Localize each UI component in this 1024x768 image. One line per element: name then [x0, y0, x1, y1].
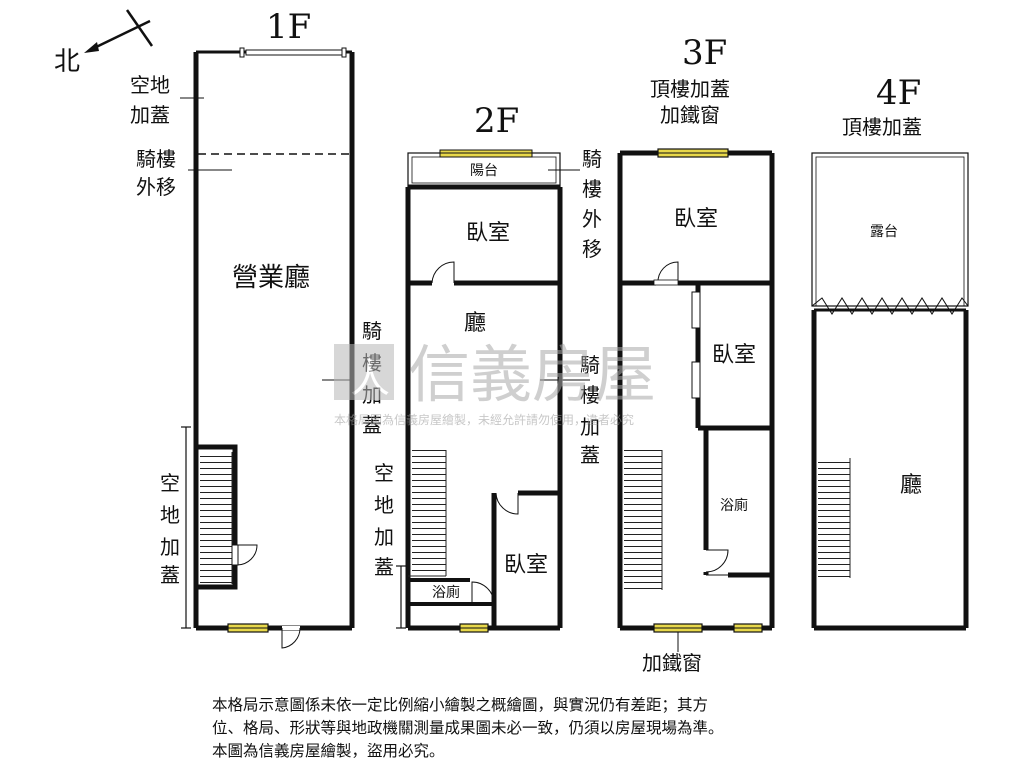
- north-label: 北: [54, 47, 80, 77]
- room-4f-terrace: 露台: [870, 224, 898, 240]
- svg-text:人: 人: [350, 356, 390, 402]
- floor-3f: 3F 頂樓加蓋 加鐵窗 臥室 臥室: [617, 33, 775, 675]
- note-2f-vacant-1: 空: [374, 461, 394, 485]
- room-3f-bedroom-2: 臥室: [712, 343, 756, 368]
- room-3f-bath: 浴廁: [720, 497, 748, 514]
- floor-2f-title: 2F: [474, 101, 519, 141]
- floor-1f-title: 1F: [266, 7, 311, 47]
- disclaimer: 本格局示意圖係未依一定比例縮小繪製之概繪圖，與實況仍有差距；其方 位、格局、形狀…: [212, 694, 912, 763]
- note-2f-arcade-added-2: 樓: [580, 383, 600, 407]
- note-1f-vacant-side-3: 加: [160, 535, 180, 559]
- room-2f-bedroom-1: 臥室: [466, 221, 510, 246]
- disclaimer-line-1: 本格局示意圖係未依一定比例縮小繪製之概繪圖，與實況仍有差距；其方: [212, 696, 709, 714]
- note-2f-vacant-2: 地: [374, 493, 394, 517]
- note-2f-arcade-moved-1: 騎: [582, 147, 602, 171]
- note-1f-vacant-top-1: 空地: [130, 73, 170, 97]
- note-3f-rooftop: 頂樓加蓋: [650, 77, 730, 101]
- note-2f-arcade-added-1: 騎: [580, 353, 600, 377]
- floor-1f: 1F 營業廳 空地 加蓋 騎樓 外移: [130, 7, 382, 649]
- note-1f-arcade-moved-1: 騎樓: [136, 147, 176, 171]
- note-1f-vacant-side-2: 地: [160, 503, 180, 527]
- note-2f-vacant-3: 加: [374, 525, 394, 549]
- watermark-notice: 本格局圖為信義房屋繪製，未經允許請勿使用，違者必究: [334, 412, 634, 427]
- note-4f-rooftop: 頂樓加蓋: [842, 115, 922, 139]
- note-1f-vacant-side-4: 蓋: [160, 563, 180, 587]
- room-1f-hall: 營業廳: [232, 263, 310, 293]
- north-arrow: 北: [54, 9, 154, 77]
- note-2f-arcade-moved-2: 樓: [582, 177, 602, 201]
- room-2f-hall: 廳: [464, 311, 486, 336]
- room-3f-bedroom-1: 臥室: [674, 207, 718, 232]
- watermark: 人 信義房屋 本格局圖為信義房屋繪製，未經允許請勿使用，違者必究: [334, 338, 656, 427]
- note-1f-arcade-added-1: 騎: [362, 319, 382, 343]
- floor-3f-title: 3F: [682, 33, 727, 73]
- watermark-brand: 信義房屋: [408, 338, 656, 411]
- room-2f-bedroom-2: 臥室: [504, 553, 548, 578]
- note-2f-arcade-moved-3: 外: [582, 207, 602, 231]
- disclaimer-line-3: 本圖為信義房屋繪製，盜用必究。: [212, 742, 445, 760]
- room-2f-bath: 浴廁: [432, 584, 460, 601]
- note-3f-iron-window: 加鐵窗: [660, 103, 720, 127]
- note-2f-arcade-moved-4: 移: [582, 237, 602, 261]
- note-1f-vacant-side-1: 空: [160, 471, 180, 495]
- room-4f-hall: 廳: [900, 473, 922, 498]
- note-3f-bottom-window: 加鐵窗: [642, 651, 702, 675]
- room-2f-balcony: 陽台: [470, 163, 498, 179]
- floor-2f: 2F: [374, 101, 602, 633]
- note-1f-arcade-moved-2: 外移: [136, 175, 176, 199]
- floor-4f-title: 4F: [876, 73, 921, 113]
- note-1f-arcade-added-4: 蓋: [362, 413, 382, 437]
- note-1f-vacant-top-2: 加蓋: [130, 103, 170, 127]
- disclaimer-line-2: 位、格局、形狀等與地政機關測量成果圖未必一致，仍須以房屋現場為準。: [212, 719, 724, 737]
- watermark-logo: [334, 344, 394, 400]
- note-2f-arcade-added-4: 蓋: [580, 443, 600, 467]
- floor-4f: 4F 頂樓加蓋 露台 廳: [811, 73, 969, 631]
- note-2f-arcade-added-3: 加: [580, 415, 600, 439]
- note-2f-vacant-4: 蓋: [374, 555, 394, 579]
